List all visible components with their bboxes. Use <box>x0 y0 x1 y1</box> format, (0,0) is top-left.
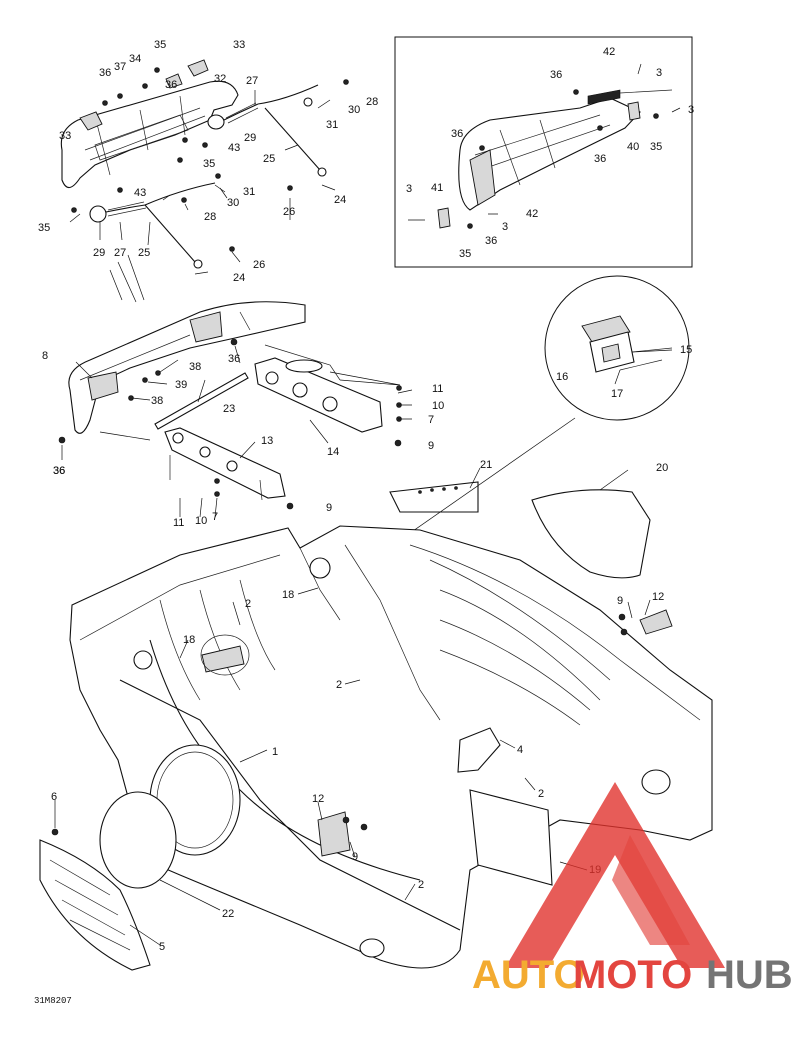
watermark-word-moto: MOTO <box>573 953 692 997</box>
callout-label: 38 <box>151 395 163 407</box>
drawing-code: 31M8207 <box>34 996 72 1006</box>
detail-inset-box <box>394 36 693 268</box>
callout-label: 31 <box>243 186 255 198</box>
callout-label: 36 <box>550 69 562 81</box>
callout-label: 9 <box>428 440 434 452</box>
callout-label: 8 <box>42 350 48 362</box>
callout-label: 12 <box>652 591 664 603</box>
callout-label: 39 <box>175 379 187 391</box>
callout-label: 38 <box>189 361 201 373</box>
bumper-bar-group <box>58 301 651 579</box>
callout-label: 36 <box>451 128 463 140</box>
callout-label: 10 <box>432 400 444 412</box>
callout-label: 29 <box>93 247 105 259</box>
callout-label: 1 <box>272 746 278 758</box>
callout-label: 25 <box>138 247 150 259</box>
callout-label: 7 <box>212 511 218 523</box>
callout-label: 3 <box>656 67 662 79</box>
watermark-word-hub: HUB <box>706 953 793 997</box>
callout-label: 11 <box>432 383 443 395</box>
callout-label: 22 <box>222 908 234 920</box>
callout-label: 3 <box>406 183 412 195</box>
callout-label: 5 <box>159 941 165 953</box>
callout-label: 43 <box>134 187 146 199</box>
callout-labels: 35 33 36 37 34 36 32 27 28 30 31 29 43 3… <box>38 39 694 953</box>
callout-label: 25 <box>263 153 275 165</box>
callout-label: 20 <box>656 462 668 474</box>
callout-label: 4 <box>517 744 523 756</box>
leader-lines <box>54 90 673 946</box>
callout-label: 35 <box>459 248 471 260</box>
main-body-tub <box>39 525 713 971</box>
callout-label: 14 <box>327 446 339 458</box>
callout-label: 36 <box>165 79 177 91</box>
callout-label: 31 <box>326 119 338 131</box>
callout-label: 24 <box>233 272 245 284</box>
callout-label: 42 <box>603 46 615 58</box>
callout-label: 23 <box>223 403 235 415</box>
callout-label: 28 <box>204 211 216 223</box>
callout-label: 26 <box>283 206 295 218</box>
callout-label: 36 <box>53 465 65 477</box>
callout-label: 35 <box>38 222 50 234</box>
rear-bumper-assembly <box>60 59 349 269</box>
callout-label: 9 <box>352 851 358 863</box>
callout-label: 30 <box>227 197 239 209</box>
callout-label: 40 <box>627 141 639 153</box>
callout-label: 32 <box>214 73 226 85</box>
callout-label: 30 <box>348 104 360 116</box>
callout-label: 6 <box>51 791 57 803</box>
callout-label: 28 <box>366 96 378 108</box>
callout-label: 36 <box>53 465 65 477</box>
callout-label: 36 <box>485 235 497 247</box>
callout-label: 21 <box>480 459 492 471</box>
callout-label: 17 <box>611 388 623 400</box>
watermark-logo: AUTO MOTO HUB <box>472 782 793 997</box>
callout-label: 27 <box>114 247 126 259</box>
callout-label: 3 <box>502 221 508 233</box>
callout-label: 27 <box>246 75 258 87</box>
callout-label: 33 <box>233 39 245 51</box>
callout-label: 2 <box>336 679 342 691</box>
callout-label: 35 <box>154 39 166 51</box>
callout-label: 16 <box>556 371 568 383</box>
callout-label: 10 <box>195 515 207 527</box>
callout-label: 9 <box>617 595 623 607</box>
callout-label: 9 <box>326 502 332 514</box>
callout-label: 34 <box>129 53 141 65</box>
callout-label: 33 <box>59 130 71 142</box>
callout-label: 42 <box>526 208 538 220</box>
callout-label: 15 <box>680 344 692 356</box>
callout-label: 36 <box>594 153 606 165</box>
callout-label: 13 <box>261 435 273 447</box>
callout-label: 26 <box>253 259 265 271</box>
callout-label: 2 <box>538 788 544 800</box>
callout-label: 7 <box>428 414 434 426</box>
callout-label: 35 <box>203 158 215 170</box>
callout-label: 2 <box>245 598 251 610</box>
callout-label: 35 <box>650 141 662 153</box>
callout-label: 41 <box>431 182 443 194</box>
callout-label: 24 <box>334 194 346 206</box>
callout-label: 18 <box>183 634 195 646</box>
circle-detail <box>227 275 690 661</box>
callout-label: 29 <box>244 132 256 144</box>
callout-label: 36 <box>99 67 111 79</box>
callout-label: 12 <box>312 793 324 805</box>
callout-label: 18 <box>282 589 294 601</box>
callout-label: 36 <box>228 353 240 365</box>
watermark-word-auto: AUTO <box>472 953 585 997</box>
callout-label: 2 <box>418 879 424 891</box>
callout-label: 37 <box>114 61 126 73</box>
callout-label: 11 <box>173 517 184 529</box>
callout-label: 3 <box>688 104 694 116</box>
callout-label: 43 <box>228 142 240 154</box>
